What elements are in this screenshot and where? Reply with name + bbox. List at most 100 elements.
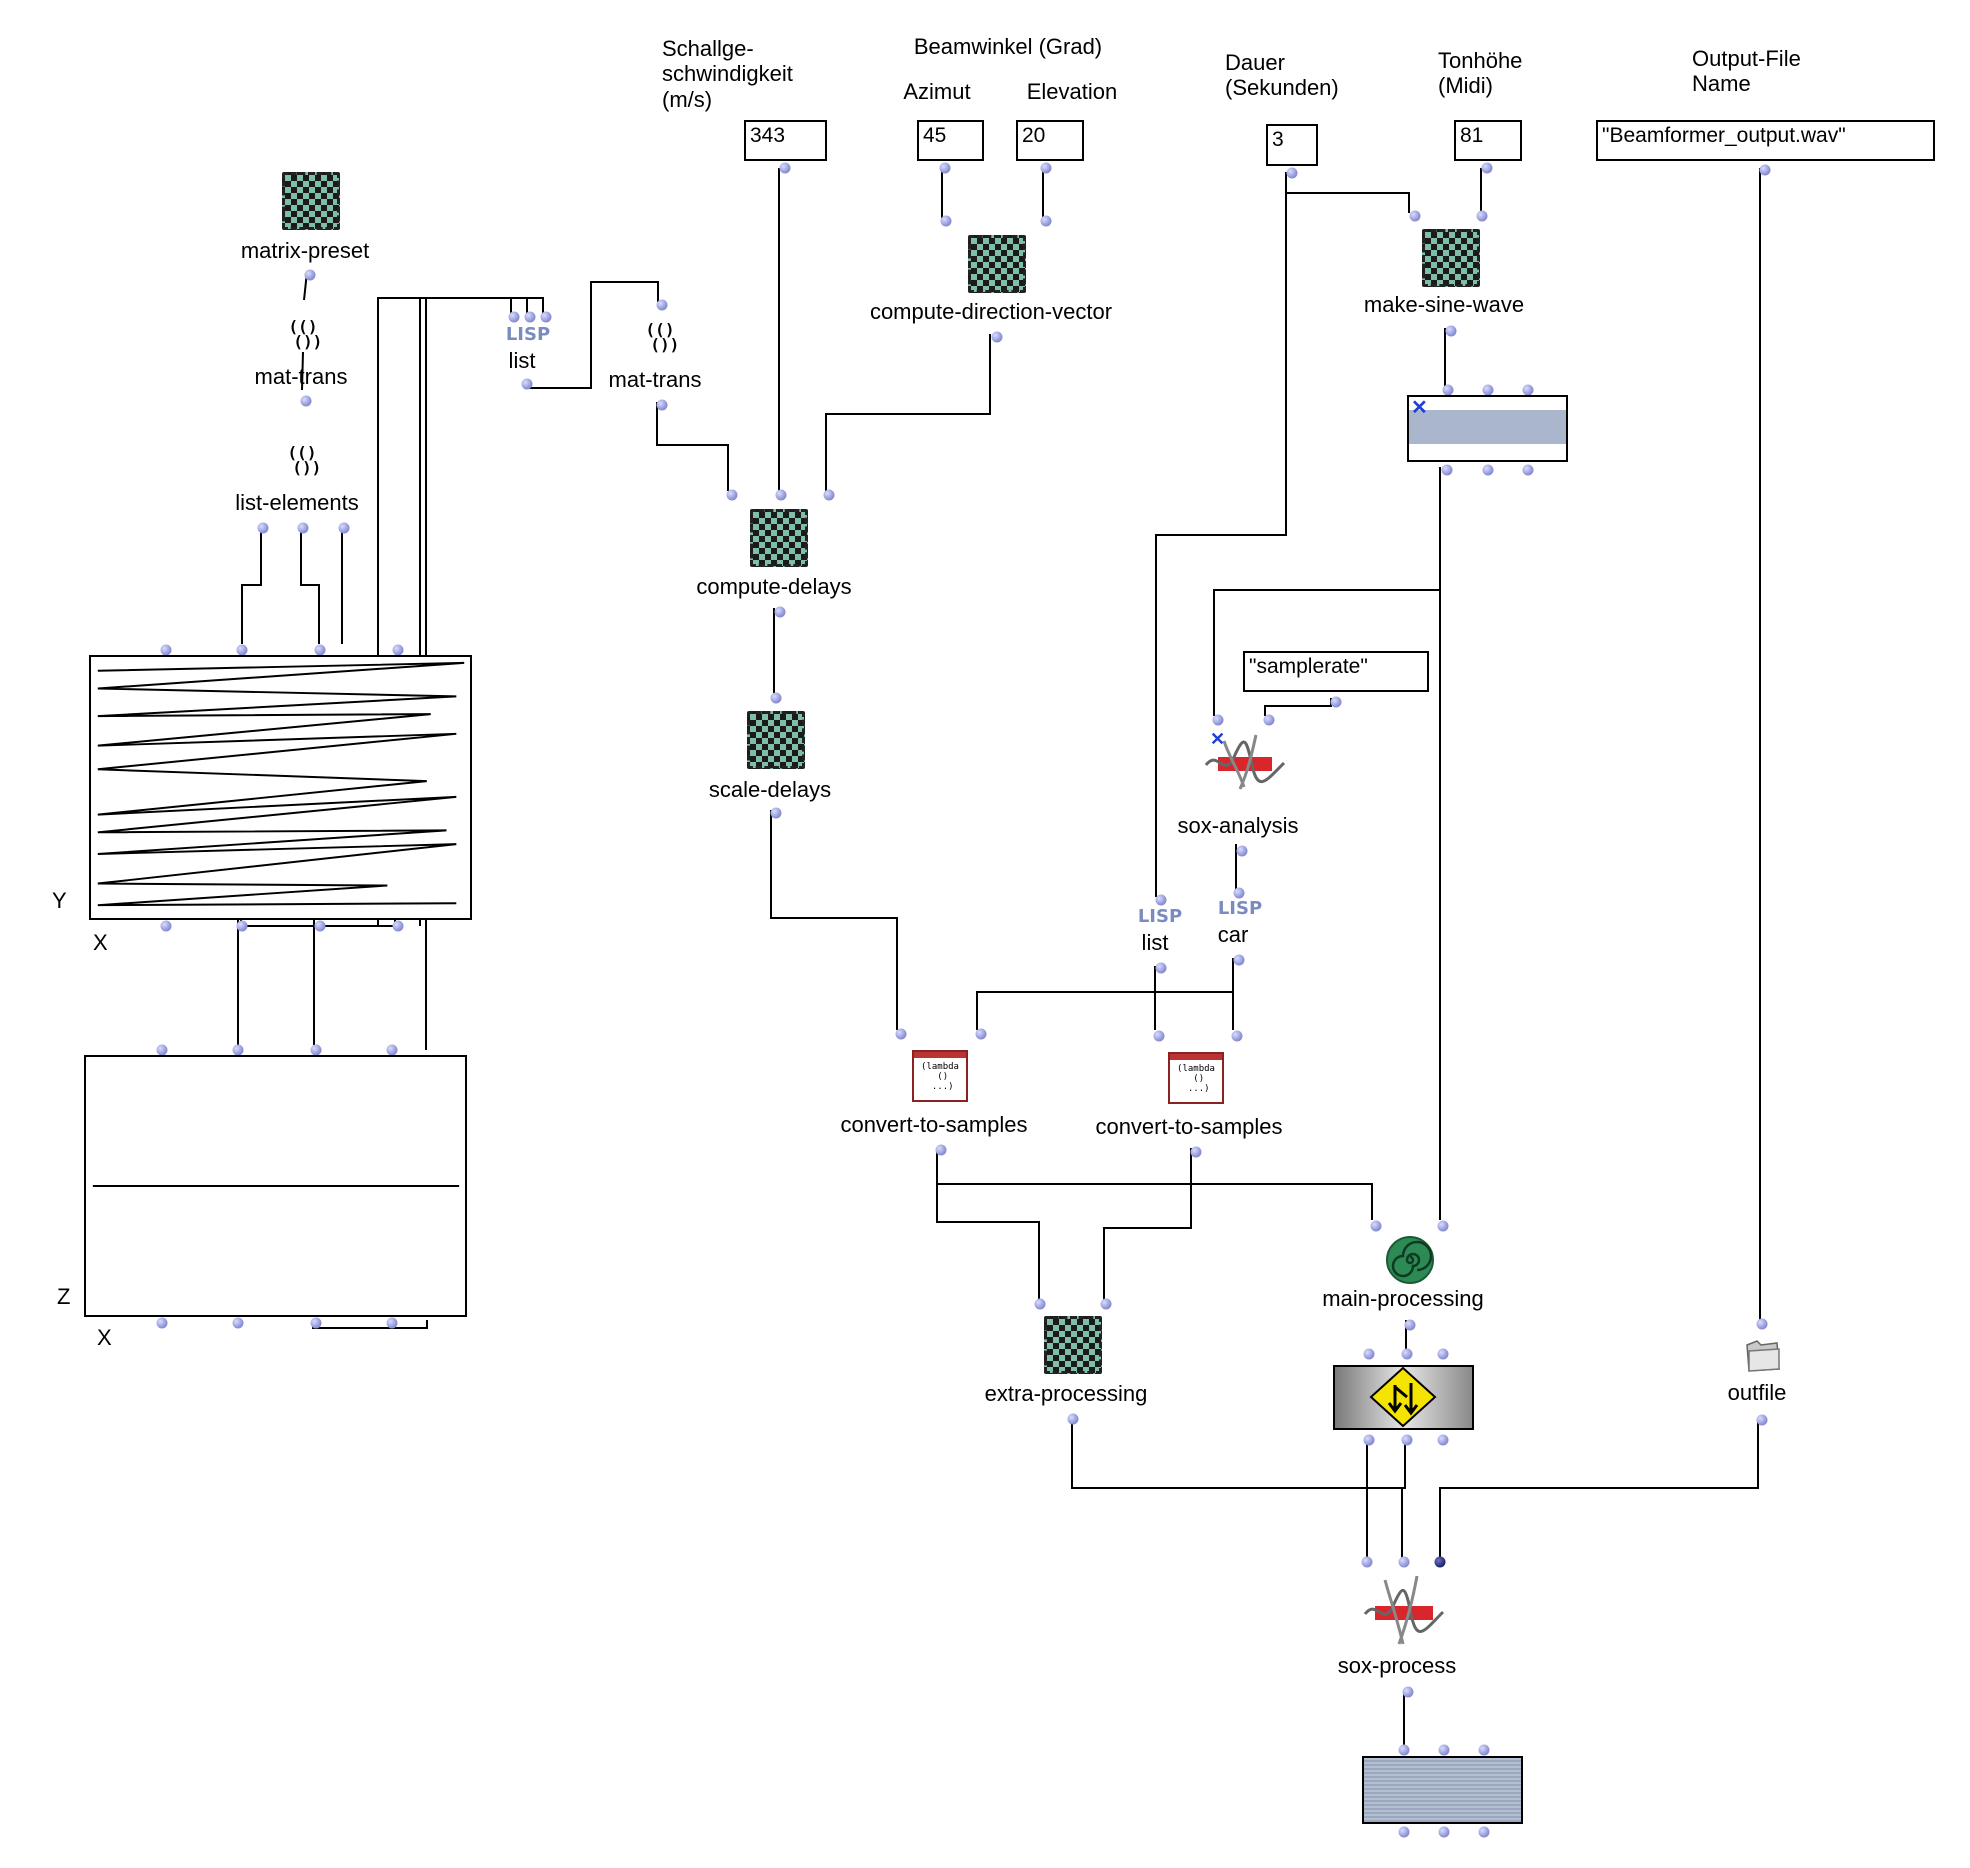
inlet[interactable] [1370,1220,1382,1232]
make-sine-wave-icon[interactable] [1422,229,1480,287]
outlet[interactable] [1155,962,1167,974]
inlet[interactable] [1482,384,1494,396]
sound-speed-input[interactable]: 343 [744,120,827,161]
sox-process-icon[interactable] [1363,1574,1445,1646]
outlet[interactable] [1438,1826,1450,1838]
mat-trans-icon[interactable]: (() ()) [283,317,323,351]
outlet[interactable] [1067,1413,1079,1425]
outlet[interactable] [1522,464,1534,476]
inlet[interactable] [160,644,172,656]
outlet[interactable] [935,1144,947,1156]
inlet[interactable] [726,489,738,501]
outlet[interactable] [1759,164,1771,176]
inlet[interactable] [895,1028,907,1040]
inlet[interactable] [1263,714,1275,726]
outlet[interactable] [991,331,1003,343]
inlet[interactable] [524,311,536,323]
outlet[interactable] [521,378,533,390]
inlet[interactable] [1034,1298,1046,1310]
outlet[interactable] [1481,162,1493,174]
inlet[interactable] [314,644,326,656]
outlet[interactable] [297,522,309,534]
inlet[interactable] [1153,1030,1165,1042]
close-icon[interactable]: ✕ [1411,397,1428,419]
elevation-input[interactable]: 20 [1016,120,1084,161]
list-elements-icon[interactable]: (() ()) [282,443,322,477]
outlet[interactable] [779,162,791,174]
inlet[interactable] [823,489,835,501]
sox-analysis-icon[interactable]: ✕ [1204,729,1286,791]
inlet[interactable] [1756,1318,1768,1330]
outlet[interactable] [1437,1434,1449,1446]
outlet[interactable] [1040,162,1052,174]
spiral-icon[interactable] [1385,1235,1435,1285]
outlet[interactable] [1401,1434,1413,1446]
outlet[interactable] [236,920,248,932]
outlet[interactable] [1398,1826,1410,1838]
outlet[interactable] [392,920,404,932]
outlet[interactable] [1286,167,1298,179]
switch-box[interactable] [1333,1365,1474,1430]
extra-processing-icon[interactable] [1044,1316,1102,1374]
outlet[interactable] [314,920,326,932]
inlet[interactable] [1231,1030,1243,1042]
inlet[interactable] [770,692,782,704]
outlet[interactable] [1330,696,1342,708]
inlet[interactable] [508,311,520,323]
outlet[interactable] [1190,1146,1202,1158]
inlet[interactable] [656,299,668,311]
outlet[interactable] [1236,845,1248,857]
inlet[interactable] [940,215,952,227]
output-sound-box[interactable] [1362,1756,1523,1824]
scale-delays-icon[interactable] [747,711,805,769]
samplerate-input[interactable]: "samplerate" [1243,651,1429,692]
inlet[interactable] [386,1044,398,1056]
inlet[interactable] [1476,210,1488,222]
outlet[interactable] [1404,1319,1416,1331]
lambda-icon[interactable]: (lambda () ...) [1168,1052,1224,1104]
inlet[interactable] [1155,894,1167,906]
outlet[interactable] [160,920,172,932]
inlet[interactable] [1233,887,1245,899]
inlet[interactable] [1401,1348,1413,1360]
outlet[interactable] [310,1317,322,1329]
inlet[interactable] [975,1028,987,1040]
outlet[interactable] [304,269,316,281]
inlet[interactable] [1363,1348,1375,1360]
inlet[interactable] [1040,215,1052,227]
inlet[interactable] [1398,1744,1410,1756]
inlet[interactable] [236,644,248,656]
outlet[interactable] [1482,464,1494,476]
outlet[interactable] [770,807,782,819]
outlet[interactable] [774,606,786,618]
inlet[interactable] [310,1044,322,1056]
pitch-input[interactable]: 81 [1454,120,1522,161]
lambda-icon[interactable]: (lambda () ...) [912,1050,968,1102]
outlet[interactable] [1756,1414,1768,1426]
outlet[interactable] [232,1317,244,1329]
inlet[interactable] [1398,1556,1410,1568]
inlet[interactable] [1437,1220,1449,1232]
inlet[interactable] [1442,384,1454,396]
inlet[interactable] [1437,1348,1449,1360]
inlet[interactable] [1212,714,1224,726]
lisp-icon[interactable]: LISP [1217,898,1263,919]
outlet[interactable] [386,1317,398,1329]
inlet[interactable] [540,311,552,323]
inlet[interactable] [1478,1744,1490,1756]
outlet[interactable] [1441,464,1453,476]
outlet[interactable] [1233,954,1245,966]
outlet[interactable] [1445,325,1457,337]
outlet[interactable] [1402,1686,1414,1698]
outlet[interactable] [338,522,350,534]
lisp-icon[interactable]: LISP [505,324,551,345]
inlet[interactable] [775,489,787,501]
inlet[interactable] [1434,1556,1446,1568]
outlet[interactable] [1478,1826,1490,1838]
inlet[interactable] [1438,1744,1450,1756]
bpf-editor-xy[interactable] [89,655,472,920]
outlet[interactable] [300,395,312,407]
outlet[interactable] [939,162,951,174]
outlet[interactable] [1363,1434,1375,1446]
bpf-editor-xz[interactable] [84,1055,467,1317]
